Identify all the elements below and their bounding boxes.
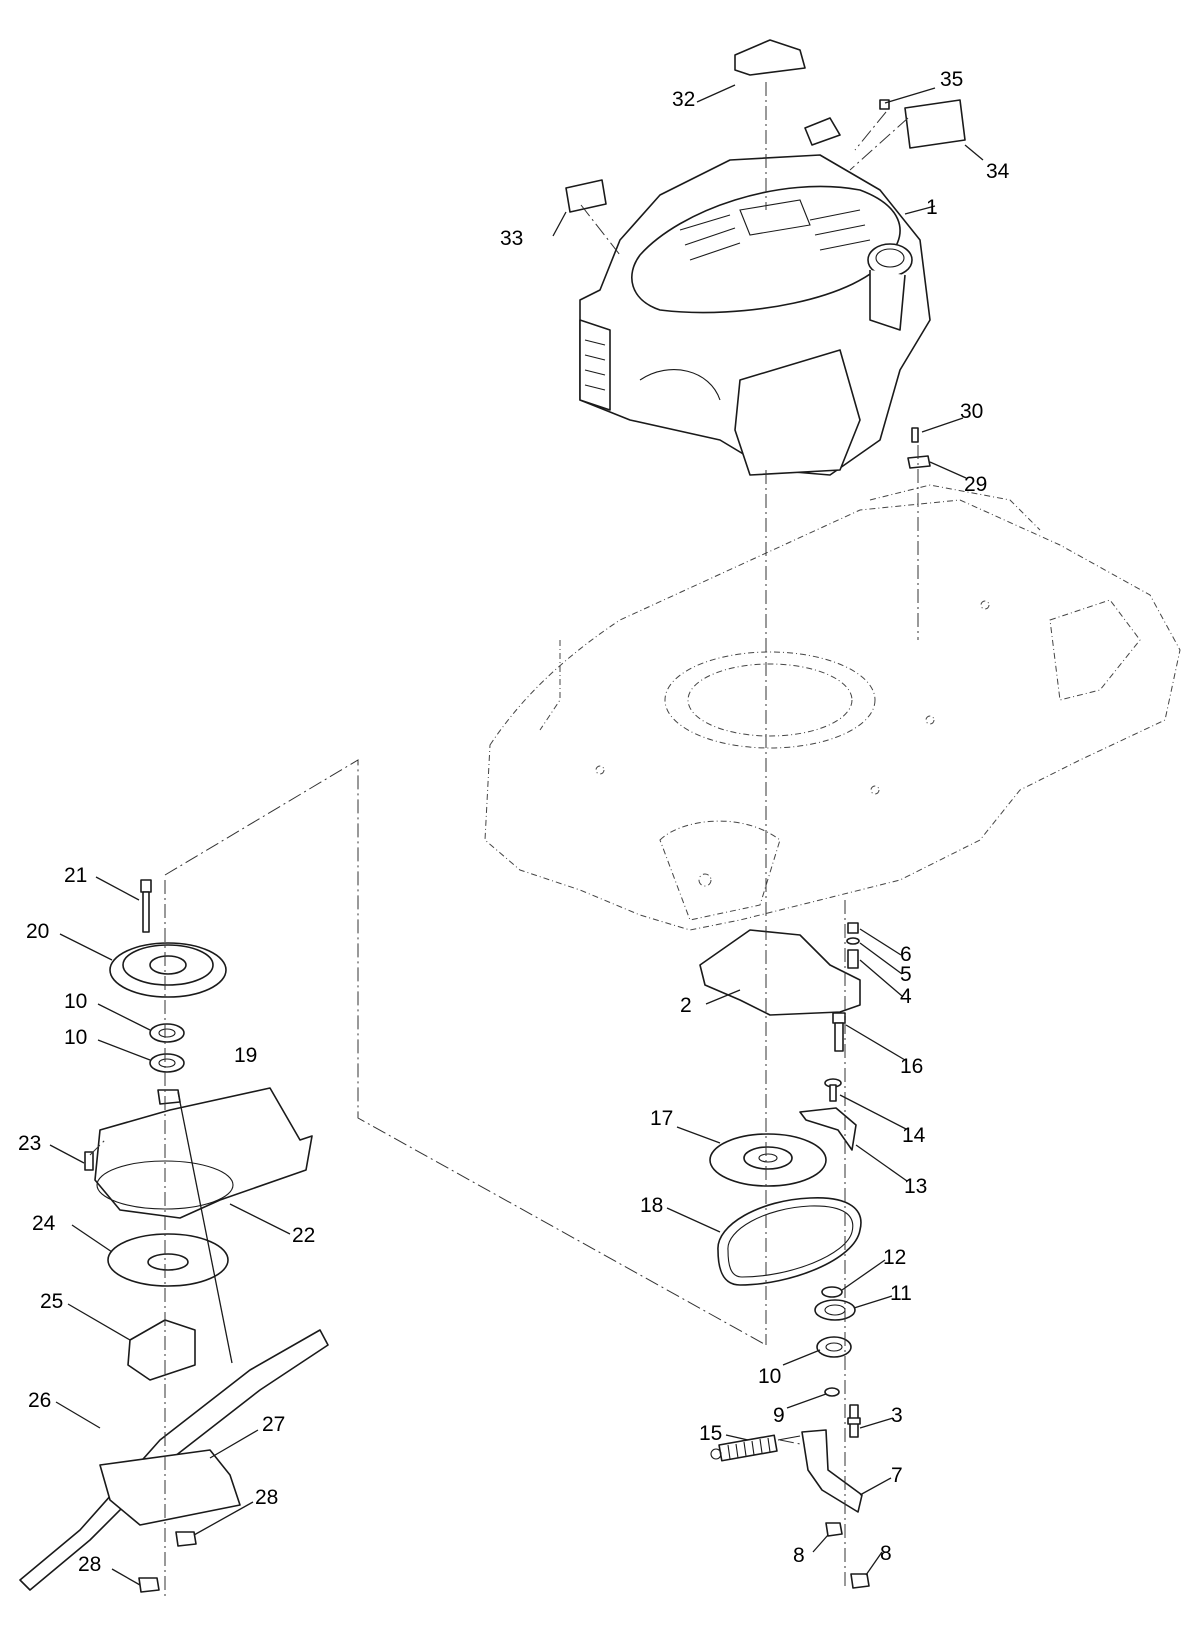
leader-lines bbox=[49, 84, 984, 1586]
decal-32 bbox=[734, 39, 806, 76]
nut-28b bbox=[175, 1531, 197, 1547]
callout-15: 15 bbox=[699, 1422, 722, 1445]
bearing-cup-11 bbox=[814, 1299, 856, 1321]
callout-8a: 8 bbox=[793, 1544, 805, 1567]
callout-10a: 10 bbox=[64, 990, 87, 1013]
callout-30: 30 bbox=[960, 400, 983, 423]
callout-3: 3 bbox=[891, 1404, 903, 1427]
callout-7: 7 bbox=[891, 1464, 903, 1487]
washer-9 bbox=[824, 1387, 840, 1397]
screw-6 bbox=[847, 922, 859, 934]
idler-bracket-2 bbox=[699, 929, 861, 1016]
callout-19: 19 bbox=[234, 1044, 257, 1067]
nut-19 bbox=[157, 1089, 181, 1105]
callout-21: 21 bbox=[64, 864, 87, 887]
plug-35 bbox=[879, 99, 890, 110]
callout-18: 18 bbox=[640, 1194, 663, 1217]
callout-1: 1 bbox=[926, 196, 938, 219]
screw-23 bbox=[84, 1151, 94, 1171]
callout-32: 32 bbox=[672, 88, 695, 111]
nut-28a bbox=[138, 1577, 160, 1593]
callout-2: 2 bbox=[680, 994, 692, 1017]
callout-26: 26 bbox=[28, 1389, 51, 1412]
spring-15 bbox=[710, 1434, 801, 1462]
callout-9: 9 bbox=[773, 1404, 785, 1427]
bolt-21 bbox=[140, 879, 152, 933]
v-belt-18 bbox=[717, 1197, 862, 1286]
bearing-10a bbox=[149, 1023, 185, 1043]
callout-27: 27 bbox=[262, 1413, 285, 1436]
callout-4: 4 bbox=[900, 985, 912, 1008]
belt-cover-22 bbox=[94, 1087, 313, 1219]
callout-34: 34 bbox=[986, 160, 1010, 183]
engine-assembly bbox=[579, 117, 931, 476]
callout-29: 29 bbox=[964, 473, 987, 496]
callout-20: 20 bbox=[26, 920, 49, 943]
callout-10c: 10 bbox=[758, 1365, 781, 1388]
mower-deck-phantom bbox=[484, 484, 1181, 931]
callout-13: 13 bbox=[904, 1175, 927, 1198]
callout-24: 24 bbox=[32, 1212, 56, 1235]
bearing-10b bbox=[149, 1053, 185, 1073]
nut-8b bbox=[850, 1573, 870, 1589]
callout-28b: 28 bbox=[255, 1486, 278, 1509]
pin-14 bbox=[824, 1078, 842, 1102]
callout-6: 6 bbox=[900, 943, 912, 966]
callout-labels: 1 2 3 4 5 6 7 8 8 9 10 10 10 11 12 13 14… bbox=[18, 68, 1010, 1576]
callout-12: 12 bbox=[883, 1246, 906, 1269]
callout-5: 5 bbox=[900, 963, 912, 986]
clamp-29 bbox=[907, 455, 931, 469]
callout-17: 17 bbox=[650, 1107, 673, 1130]
stud-3 bbox=[847, 1404, 861, 1438]
callout-11: 11 bbox=[890, 1282, 912, 1305]
bearing-10c bbox=[816, 1336, 852, 1358]
spacer-4 bbox=[847, 949, 859, 969]
callout-14: 14 bbox=[902, 1124, 926, 1147]
washer-24 bbox=[107, 1233, 229, 1287]
washer-5 bbox=[846, 937, 860, 945]
callout-16: 16 bbox=[900, 1055, 923, 1078]
callout-33: 33 bbox=[500, 227, 523, 250]
screw-30 bbox=[911, 427, 919, 443]
shoulder-bolt-16 bbox=[832, 1012, 846, 1052]
bracket-13 bbox=[799, 1107, 857, 1151]
plate-27 bbox=[99, 1449, 241, 1526]
callout-23: 23 bbox=[18, 1132, 41, 1155]
callout-28a: 28 bbox=[78, 1553, 101, 1576]
decal-34 bbox=[904, 99, 966, 149]
callout-10b: 10 bbox=[64, 1026, 87, 1049]
idler-arm-7 bbox=[801, 1429, 863, 1513]
callout-35: 35 bbox=[940, 68, 963, 91]
toro-decal-33: TORO bbox=[565, 179, 607, 213]
spacer-25 bbox=[127, 1319, 196, 1381]
callout-22: 22 bbox=[292, 1224, 315, 1247]
idler-pulley-17 bbox=[709, 1133, 827, 1187]
nut-8a bbox=[825, 1522, 843, 1537]
blade-adapter-20 bbox=[109, 942, 227, 998]
assembly-lines bbox=[89, 82, 919, 1600]
callout-8b: 8 bbox=[880, 1542, 892, 1565]
washer-12 bbox=[821, 1286, 843, 1298]
callout-25: 25 bbox=[40, 1290, 63, 1313]
